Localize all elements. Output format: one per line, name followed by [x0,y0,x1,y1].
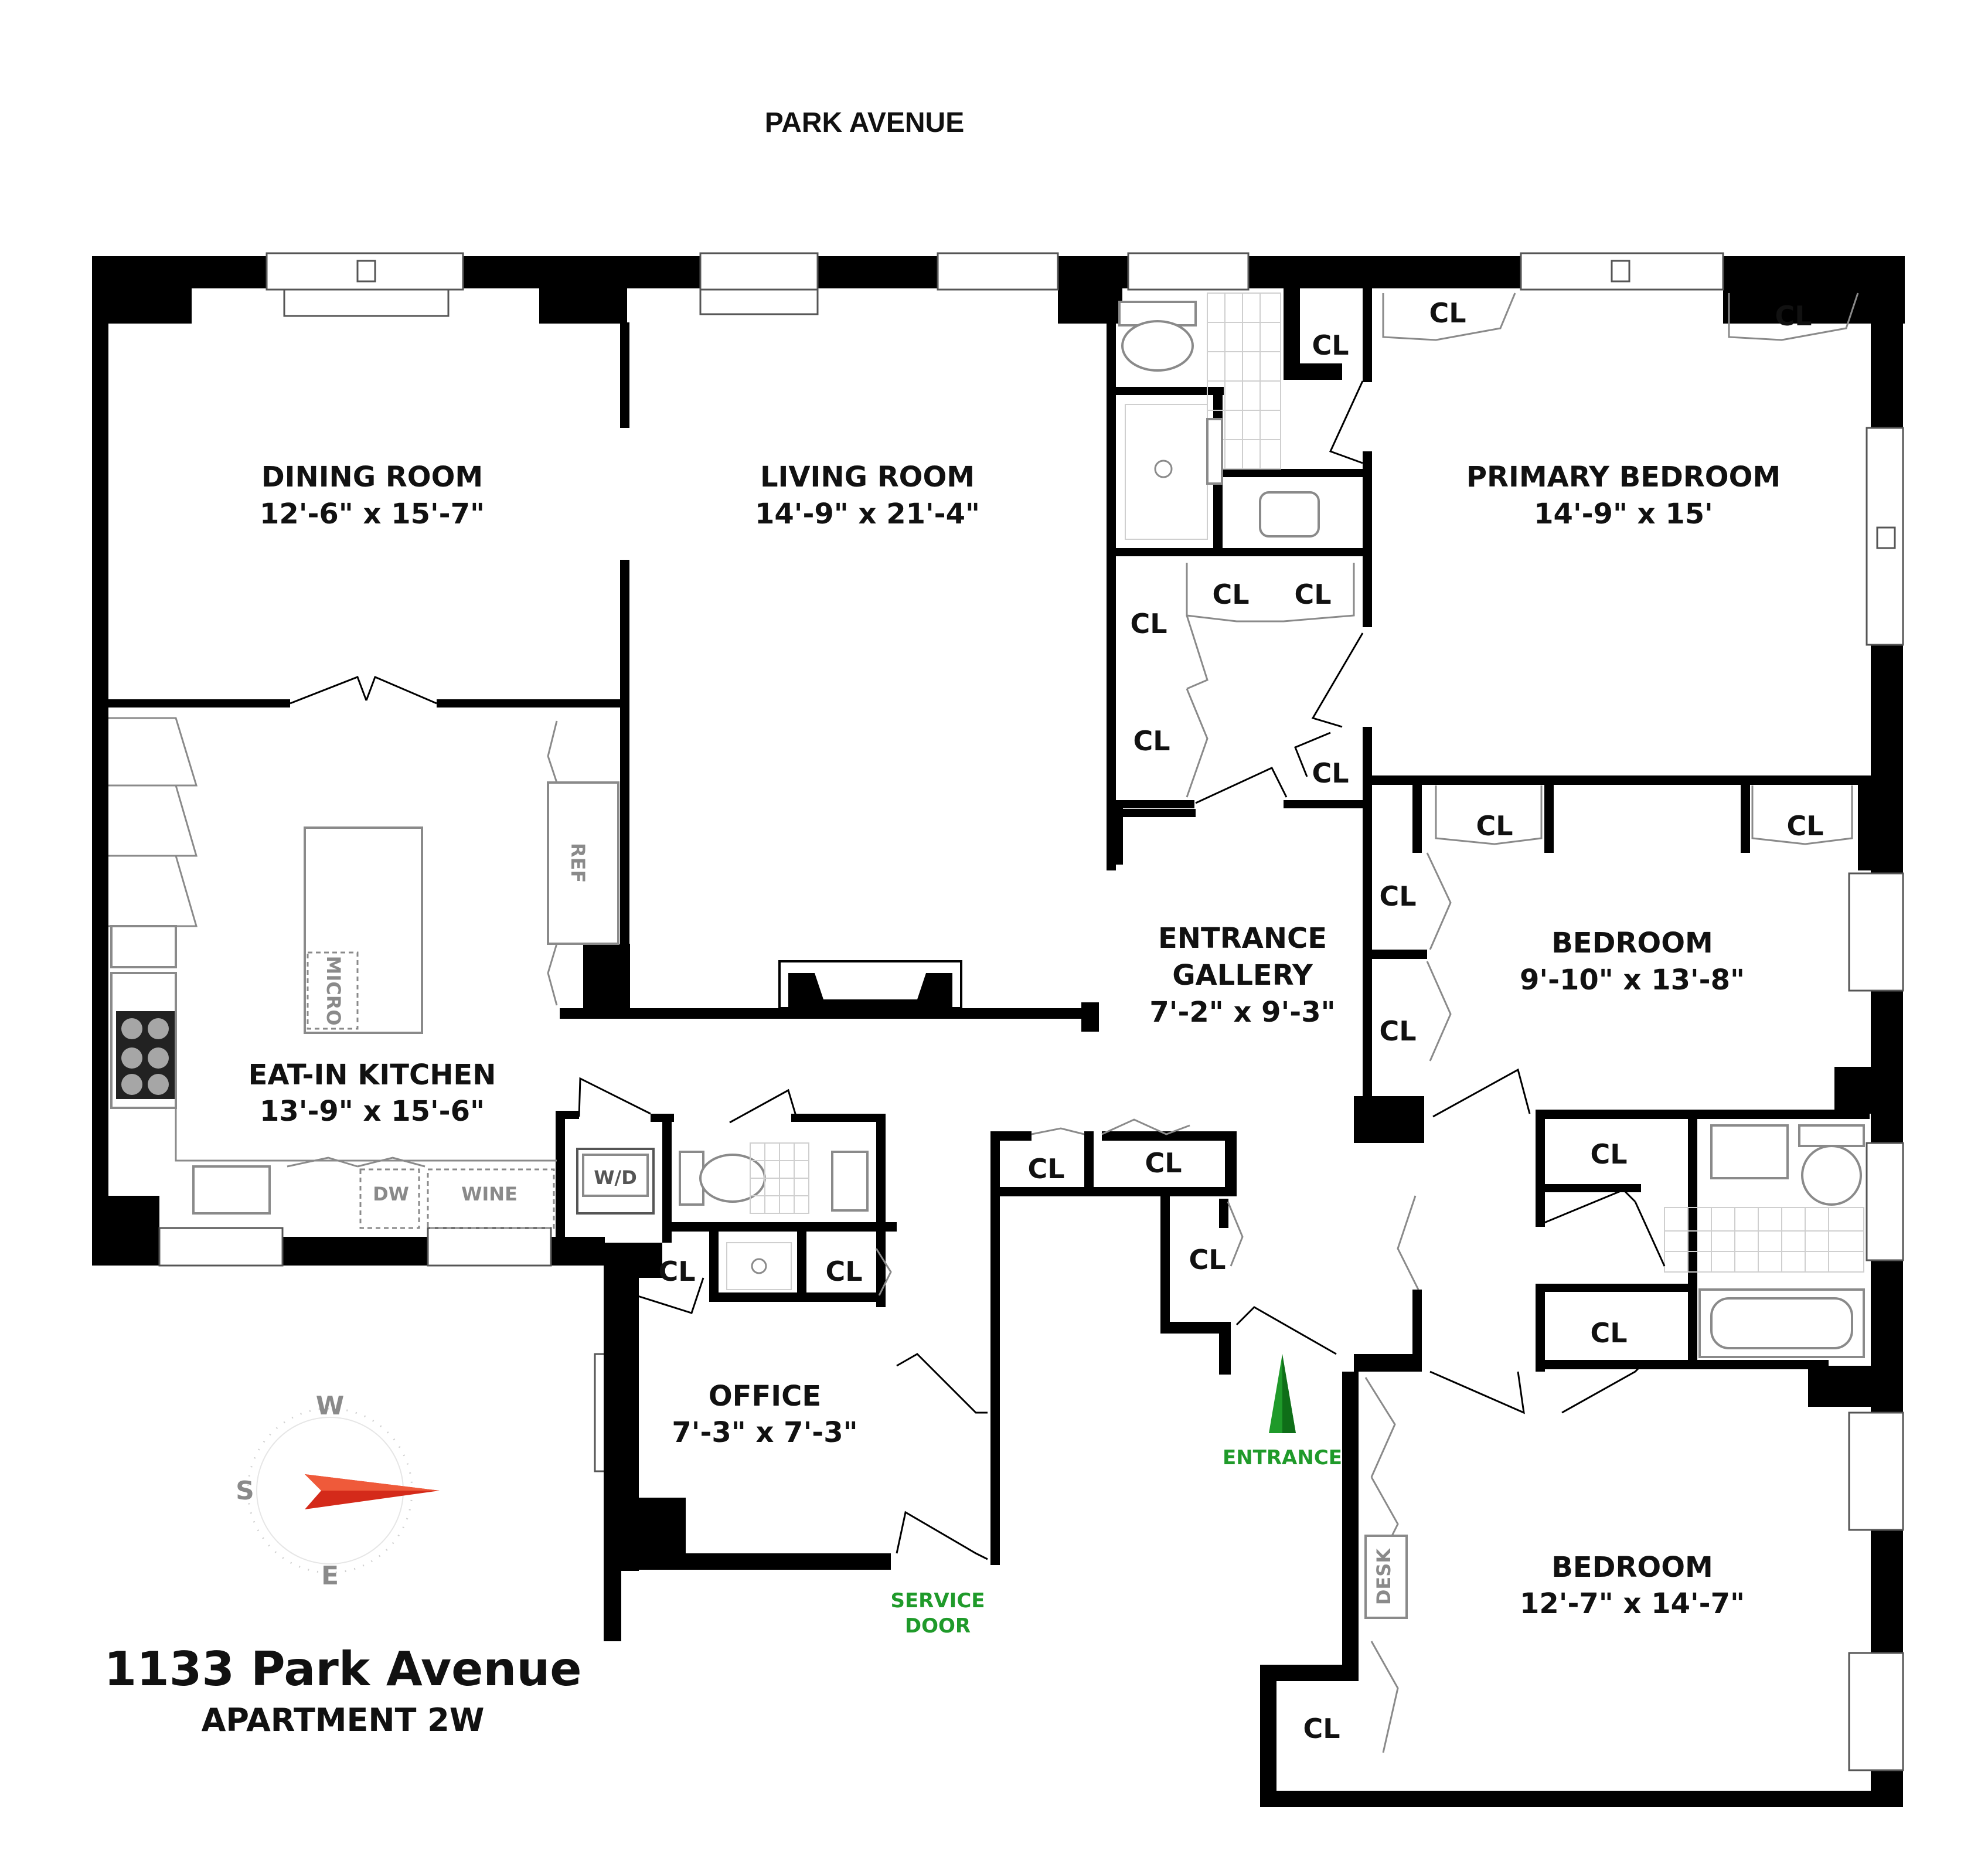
refrigerator-label: REF [567,843,589,883]
kitchen-dims: 13'-9" x 15'-6" [260,1095,485,1128]
primary-bath-tile [1207,292,1281,470]
closet-label: CL [1590,1138,1627,1170]
kitchen-name: EAT-IN KITCHEN [249,1059,496,1091]
living-room-name: LIVING ROOM [760,461,975,494]
closet-label: CL [1294,579,1331,610]
closet-label: CL [1379,880,1416,912]
primary-bedroom-dims: 14'-9" x 15' [1534,498,1713,530]
closet-label: CL [1379,1015,1416,1047]
closet-label: CL [1130,608,1167,640]
compass-left-letter: S [236,1476,254,1506]
closet-label: CL [1786,810,1823,842]
bath3-fixtures [1634,1124,1865,1358]
interior-walls [108,288,1871,1641]
cooktop-burners [116,1011,175,1099]
closet-label: CL [658,1256,695,1287]
entrance-marker: ENTRANCE [1223,1354,1342,1470]
windows [158,252,1904,1771]
apartment-number: APARTMENT 2W [202,1702,485,1739]
service-door-marker: SERVICE DOOR [890,1589,985,1638]
dishwasher-label: DW [373,1183,409,1205]
office-name: OFFICE [709,1380,821,1413]
gallery-dims: 7'-2" x 9'-3" [1149,996,1335,1029]
closet-label: CL [1312,757,1349,789]
gallery-name-line1: ENTRANCE [1158,922,1327,955]
closet-label: CL [1775,300,1812,332]
dining-room-name: DINING ROOM [261,461,483,494]
bedroom2-dims: 9'-10" x 13'-8" [1520,964,1745,996]
kitchen-fixtures: MICRO REF DW WINE [108,676,619,1229]
bath-tile-grid [750,1142,809,1214]
service-door-line1: SERVICE [890,1589,985,1613]
closet-label: CL [1145,1147,1182,1179]
closet-label: CL [1133,725,1170,757]
compass-bottom-letter: E [321,1561,339,1591]
laundry-and-bath: W/D [576,1077,869,1290]
gallery-name-line2: GALLERY [1172,959,1313,992]
bedroom3-dims: 12'-7" x 14'-7" [1520,1587,1745,1620]
service-door-line2: DOOR [905,1614,971,1638]
primary-bedroom-name: PRIMARY BEDROOM [1466,461,1781,494]
dining-room-dims: 12'-6" x 15'-7" [260,498,485,530]
room-labels: DINING ROOM 12'-6" x 15'-7" LIVING ROOM … [249,461,1781,1620]
bedroom3-name: BEDROOM [1551,1551,1713,1584]
entrance-label: ENTRANCE [1223,1446,1342,1470]
compass: W E S [236,1391,440,1591]
closet-label: CL [1429,297,1466,329]
closet-doors: DESK [635,292,1859,1753]
closet-label: CL [1312,329,1349,361]
bath3-tile [1664,1207,1864,1273]
title-block: 1133 Park Avenue APARTMENT 2W [104,1642,581,1739]
primary-bath-fixtures [1118,292,1364,540]
living-room-dims: 14'-9" x 21'-4" [755,498,980,530]
desk-label: DESK [1373,1548,1395,1605]
address-title: 1133 Park Avenue [104,1642,581,1696]
closet-label: CL [1476,810,1513,842]
office-dims: 7'-3" x 7'-3" [672,1416,857,1449]
washer-dryer-label: W/D [594,1166,637,1189]
closet-label: CL [1590,1317,1627,1349]
wine-fridge-label: WINE [461,1183,518,1205]
closet-label: CL [1027,1153,1064,1185]
closet-label: CL [1212,579,1249,610]
microwave-label: MICRO [322,955,345,1025]
compass-top-letter: W [316,1391,345,1421]
closet-label: CL [1189,1244,1226,1275]
closet-labels: CL CL CL CL CL CL CL CL CL CL CL CL CL C… [658,297,1823,1744]
closet-label: CL [825,1256,862,1287]
street-label: PARK AVENUE [765,107,964,138]
closet-label: CL [1303,1713,1340,1744]
bedroom2-name: BEDROOM [1551,927,1713,960]
